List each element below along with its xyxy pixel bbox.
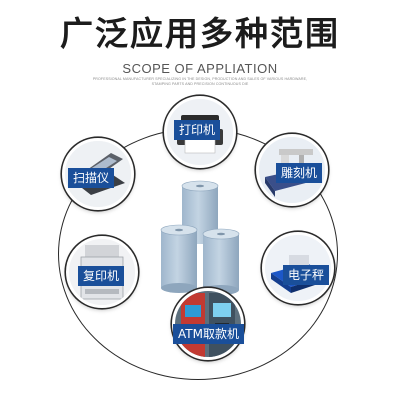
- label-electronic-scale: 电子秤: [283, 265, 330, 285]
- page-subtitle: SCOPE OF APPLIATION: [122, 61, 278, 76]
- label-atm: ATM取款机: [173, 324, 244, 344]
- label-printer: 打印机: [174, 120, 221, 140]
- label-engraving-machine: 雕刻机: [276, 163, 323, 183]
- company-description: PROFESSIONAL MANUFACTURER SPECIALIZING I…: [80, 77, 320, 87]
- label-copier: 复印机: [78, 266, 125, 286]
- label-scanner: 扫描仪: [68, 168, 115, 188]
- description-line-2: STAMPING PARTS AND PRECISION CONTINUOUS …: [151, 82, 249, 86]
- description-line-1: PROFESSIONAL MANUFACTURER SPECIALIZING I…: [92, 77, 308, 81]
- page-title: 广泛应用多种范围: [60, 14, 340, 53]
- paper-rolls-image: [160, 180, 240, 295]
